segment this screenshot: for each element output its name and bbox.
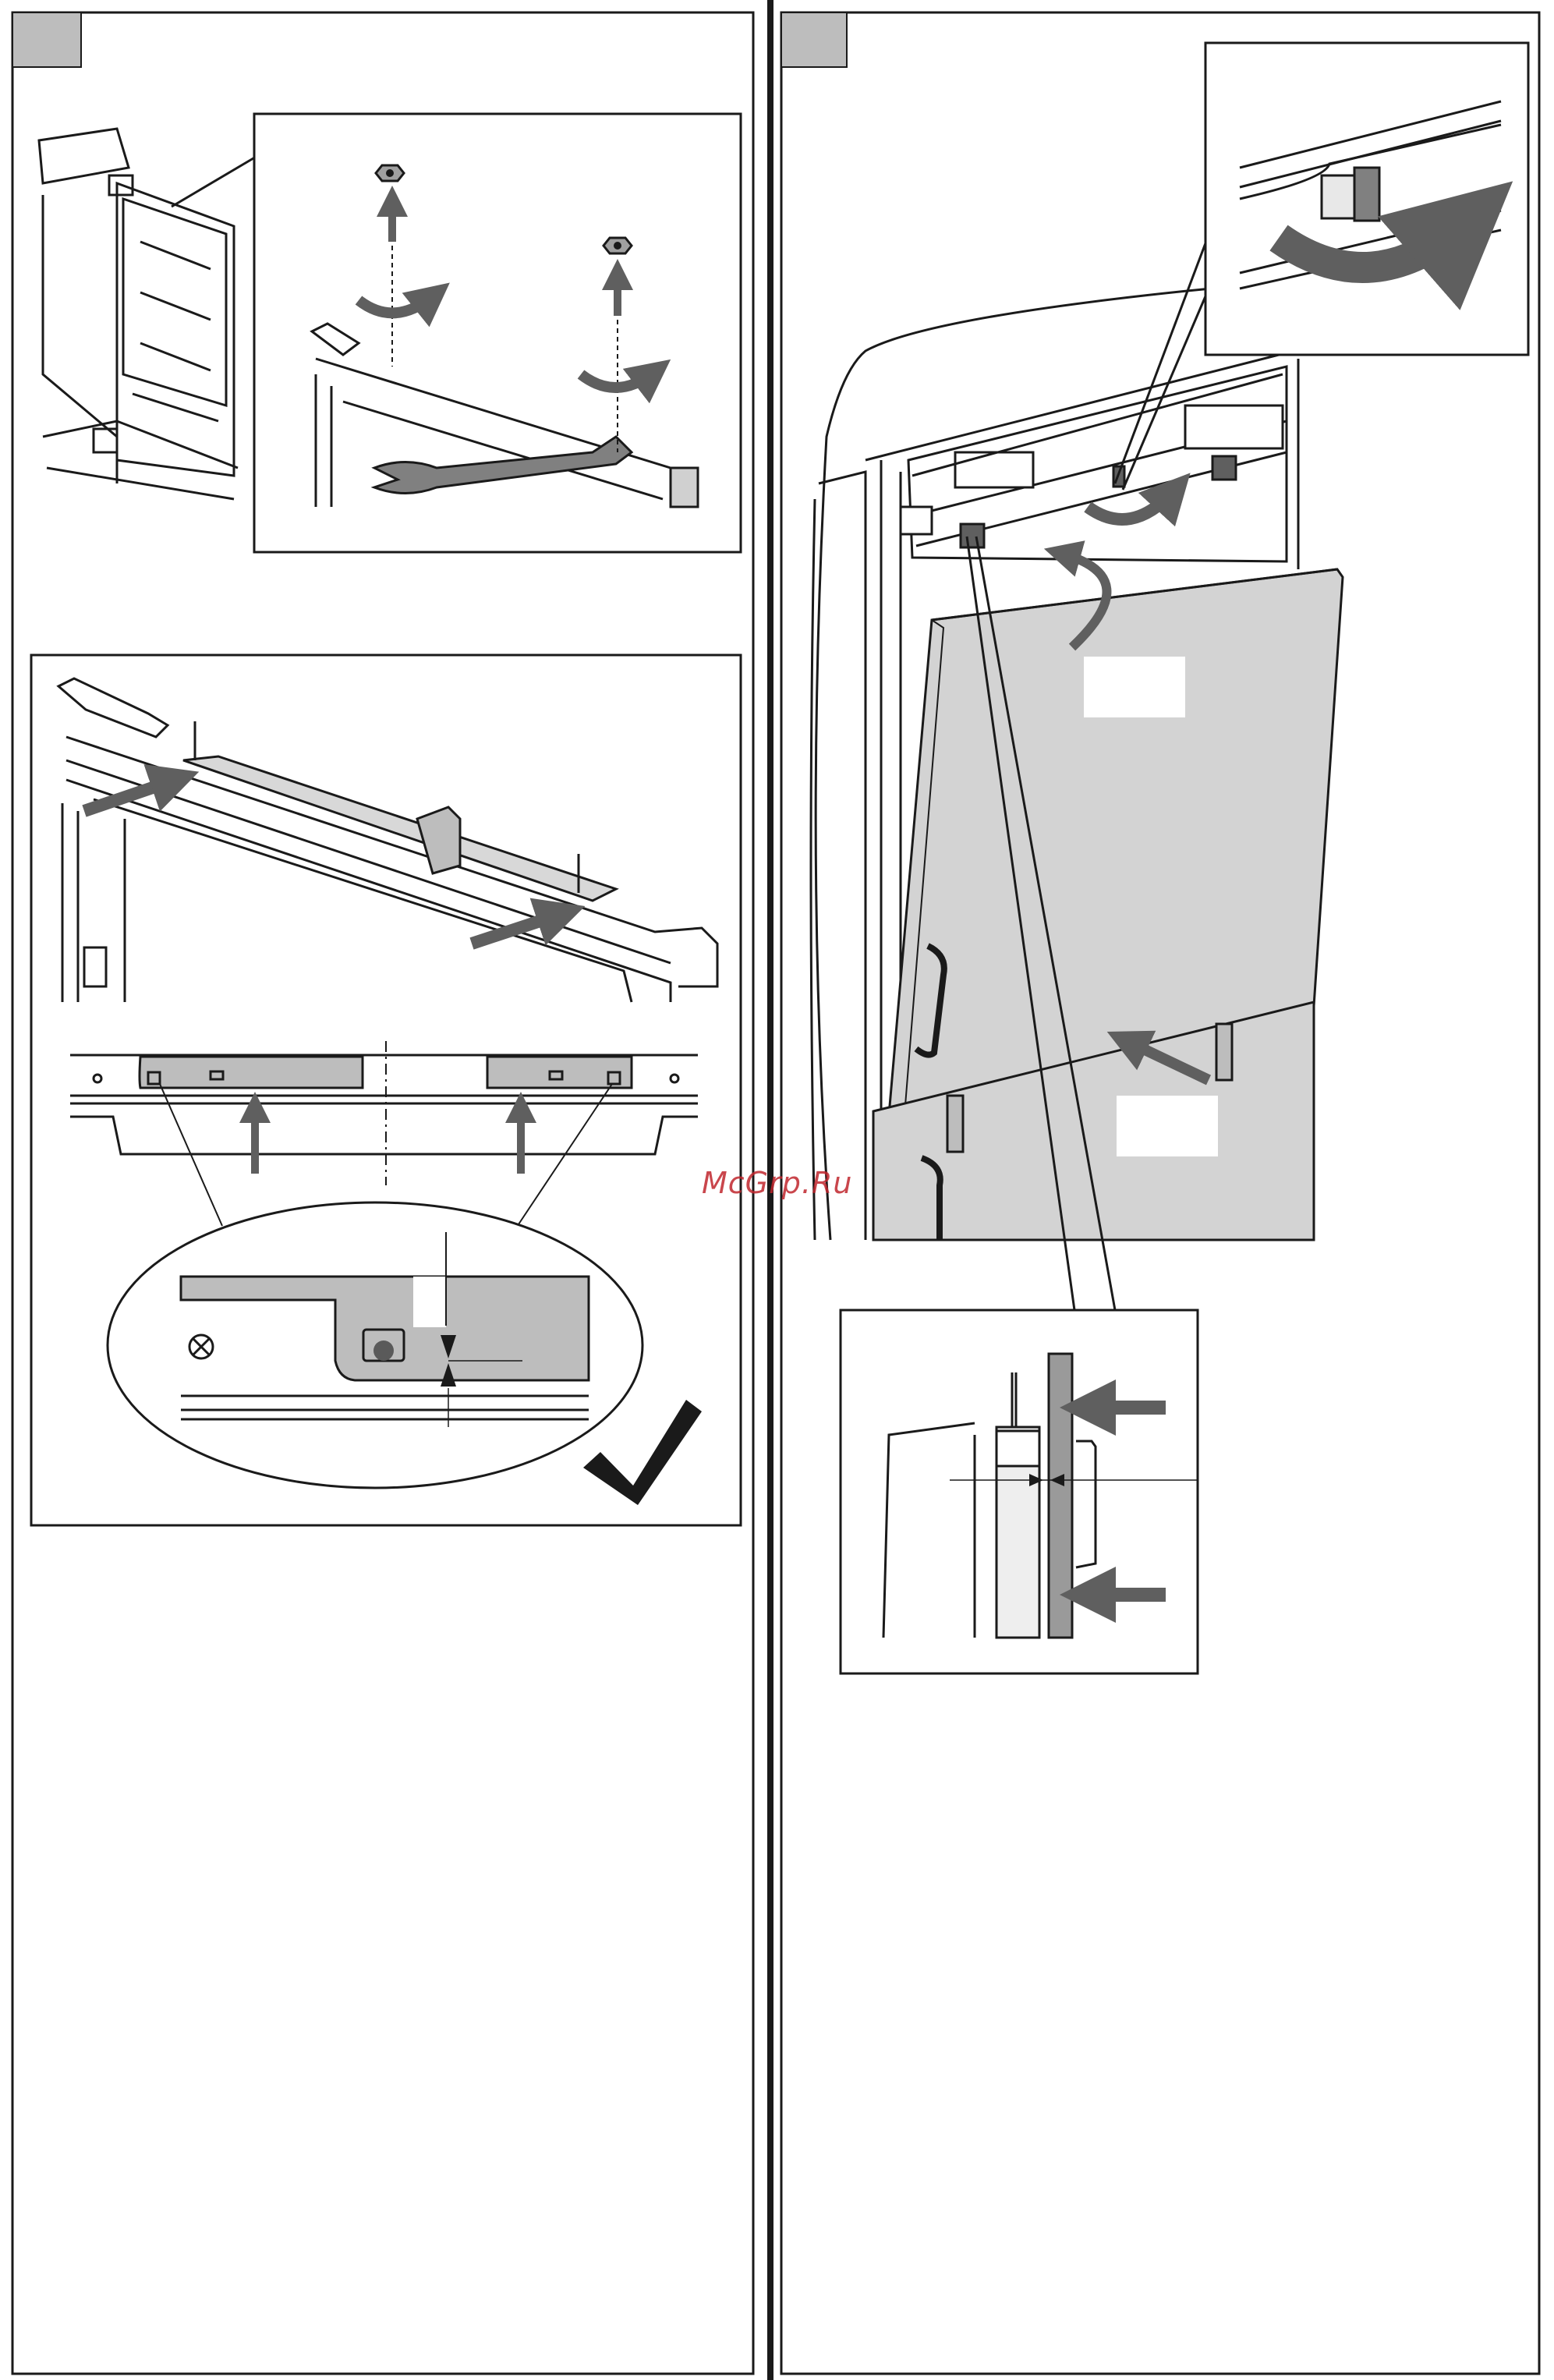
door-label-upper xyxy=(1084,657,1185,717)
step-badge-right xyxy=(781,12,847,67)
clip-detail xyxy=(1115,43,1528,490)
left-panel xyxy=(12,12,753,2374)
door-label-lower xyxy=(1117,1096,1218,1156)
open-door-figure xyxy=(39,129,257,499)
step-badge-left xyxy=(12,12,81,67)
alignment-detail xyxy=(108,1202,642,1488)
nut-2 xyxy=(604,238,632,253)
rotate-arrow-icon xyxy=(1088,491,1173,519)
watermark: McGrp.Ru xyxy=(702,1166,852,1200)
bracket-alignment-figure xyxy=(31,655,741,1525)
hinge-inset xyxy=(254,114,741,552)
right-panel xyxy=(781,12,1539,2374)
nut-1 xyxy=(376,165,404,181)
